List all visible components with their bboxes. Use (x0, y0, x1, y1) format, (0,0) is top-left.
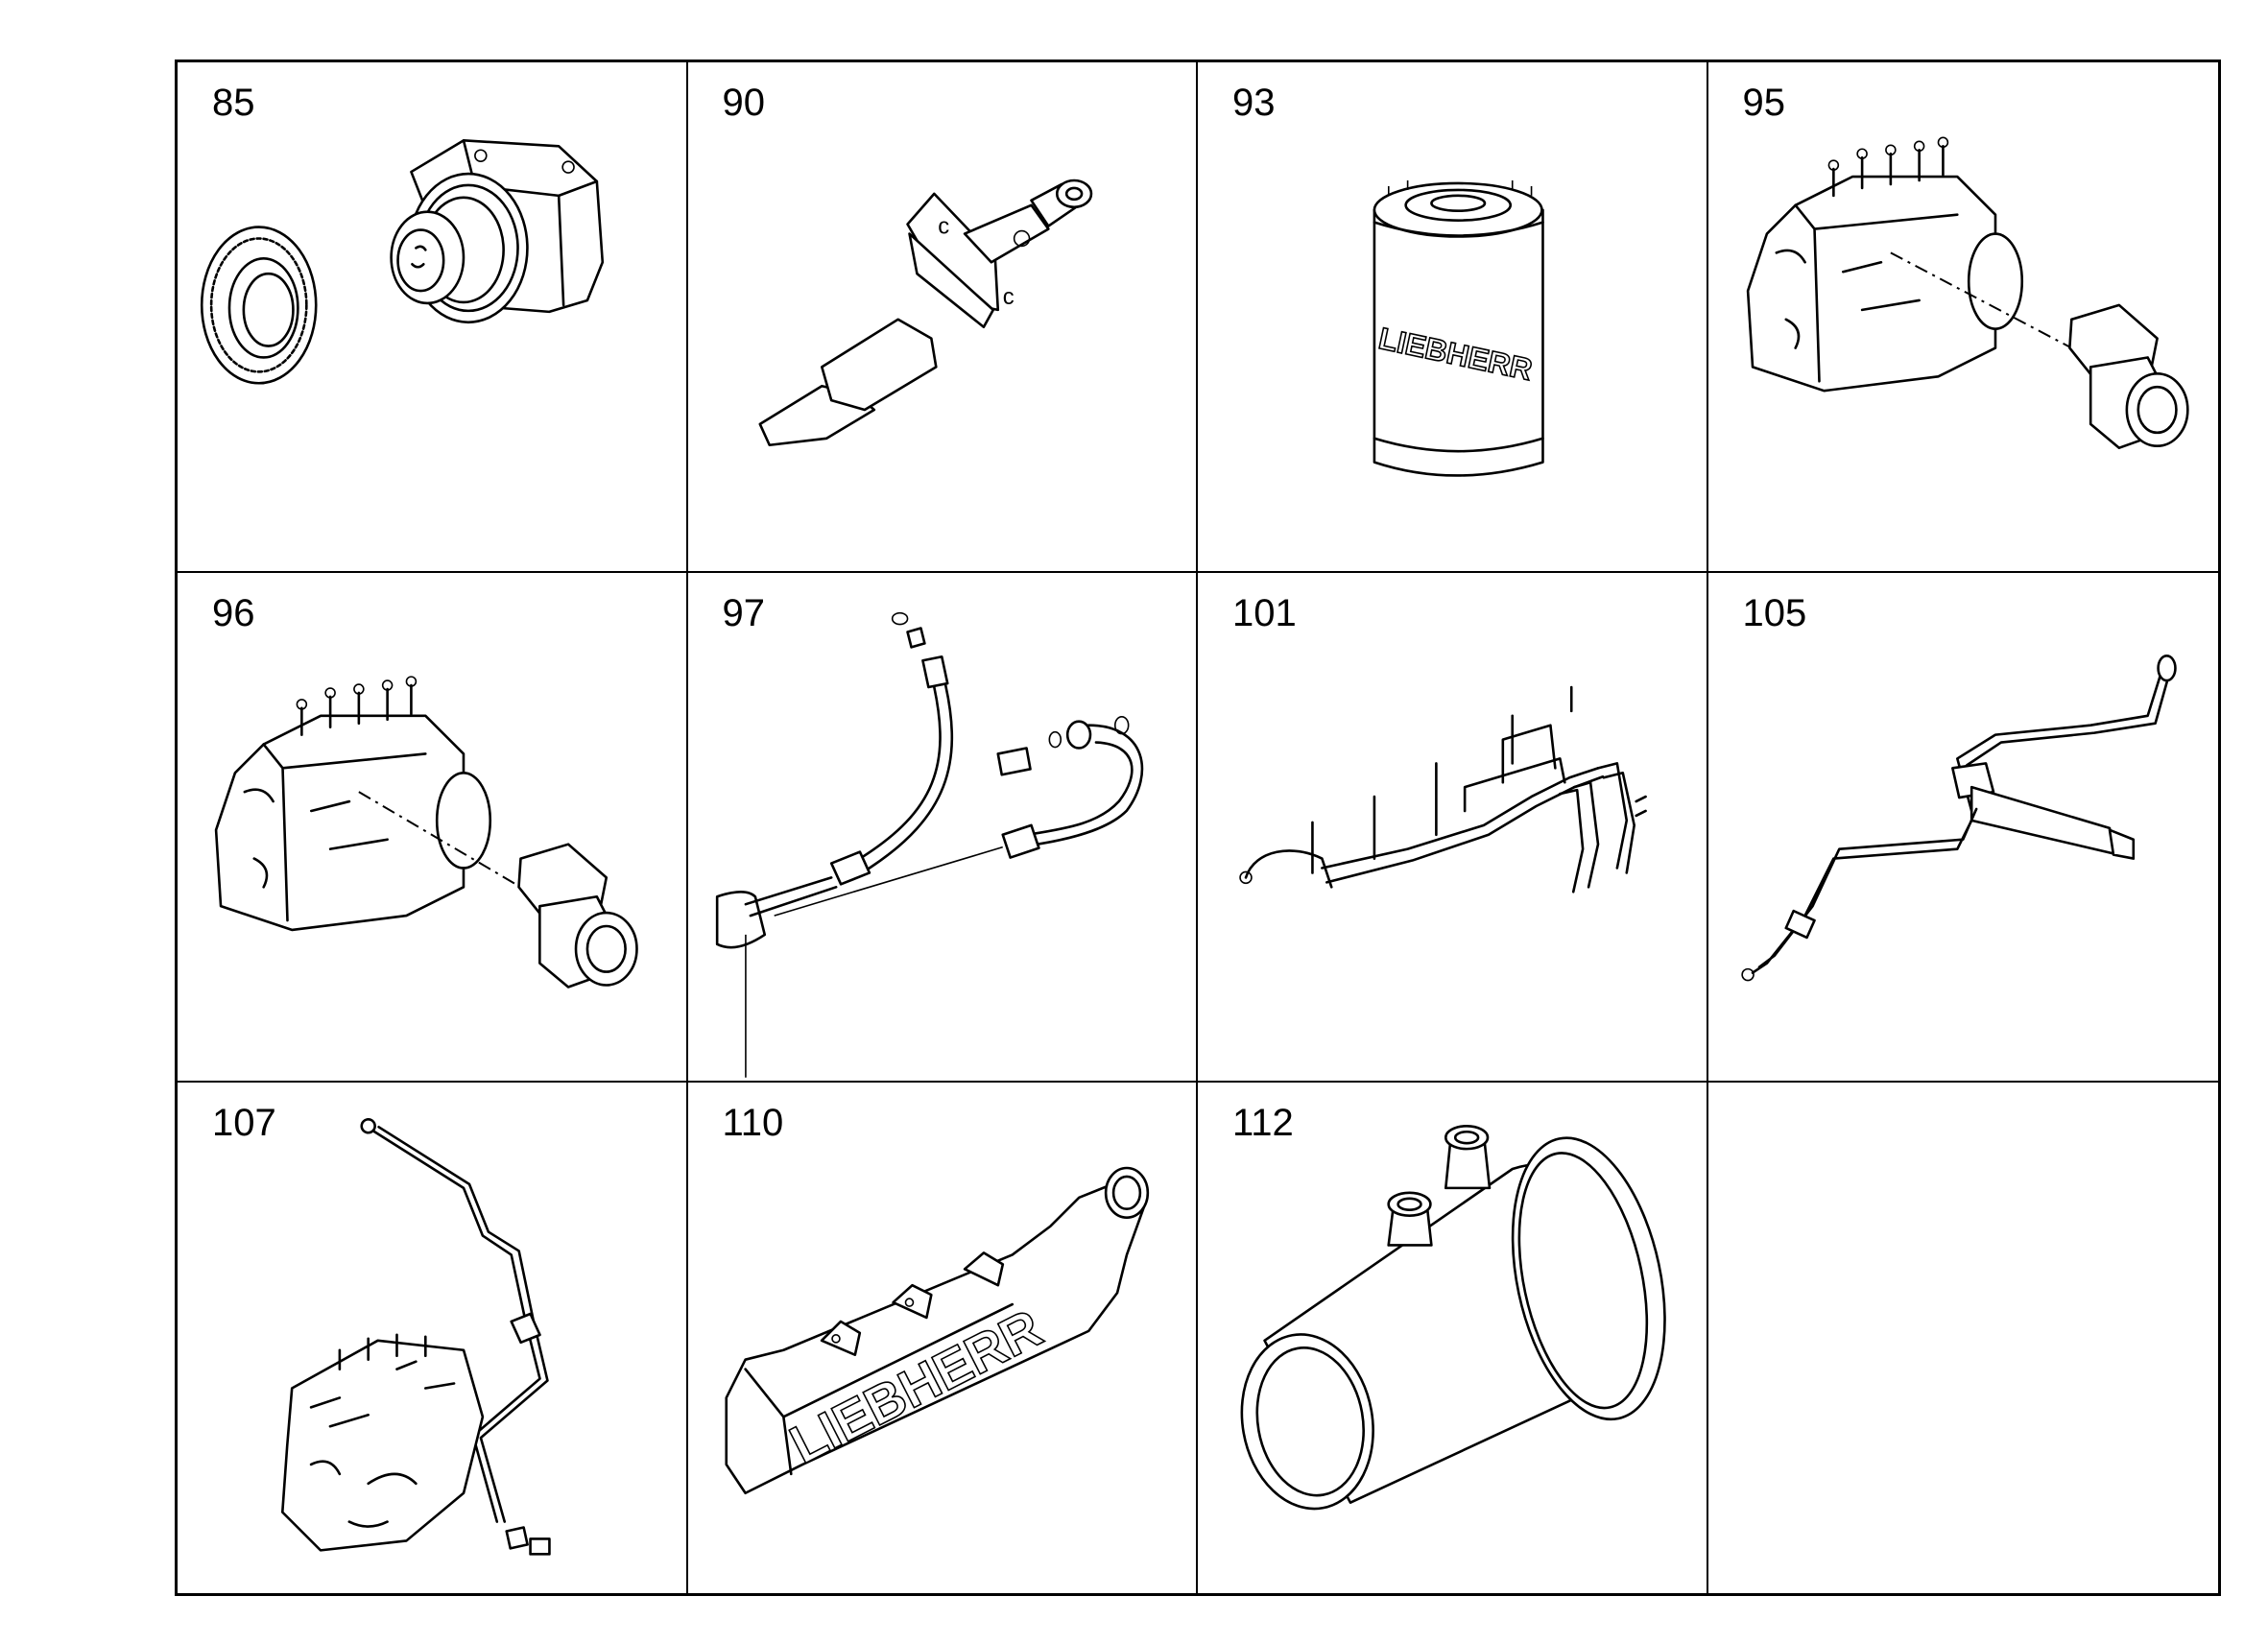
part-cell-90[interactable]: 90 c c (687, 62, 1198, 573)
svg-text:c: c (1002, 284, 1014, 310)
part-number: 90 (722, 82, 766, 124)
part-cell-95[interactable]: 95 (1707, 62, 2219, 573)
fuel-hoses-and-fittings-icon (688, 573, 1197, 1082)
part-cell-93[interactable]: 93 LIEBHERR (1198, 62, 1708, 573)
parts-grid: 85 90 (175, 60, 2221, 1596)
air-pipe-connector-icon (1198, 1083, 1707, 1593)
part-number: 110 (722, 1102, 784, 1145)
part-number: 112 (1232, 1102, 1294, 1145)
part-number: 85 (212, 82, 255, 124)
fuel-filter-cartridge-icon: LIEBHERR (1198, 62, 1707, 571)
part-number: 93 (1232, 82, 1276, 124)
part-cell-110[interactable]: 110 LIEBHERR (687, 1083, 1198, 1593)
injection-pump-with-fitting-icon (1708, 62, 2219, 571)
part-cell-105[interactable]: 105 (1707, 572, 2219, 1084)
empty-cell (1707, 1083, 2218, 1593)
part-cell-112[interactable]: 112 (1198, 1083, 1708, 1593)
part-cell-107[interactable]: 107 (178, 1083, 688, 1593)
part-cell-96[interactable]: 96 (178, 572, 688, 1084)
injection-line-set-icon (1198, 573, 1707, 1082)
intake-manifold-icon: LIEBHERR (688, 1083, 1197, 1593)
gear-and-pump-drive-icon (178, 62, 686, 571)
part-cell-101[interactable]: 101 (1198, 572, 1708, 1084)
injection-nozzle-icon: c c (688, 62, 1197, 571)
pump-with-pipe-icon (178, 1083, 686, 1593)
svg-text:c: c (938, 214, 949, 240)
part-number: 105 (1742, 591, 1807, 634)
part-number: 101 (1232, 591, 1297, 634)
injector-with-pipe-icon (1708, 573, 2219, 1082)
injection-pump-with-fitting-icon (178, 573, 686, 1082)
part-number: 107 (212, 1102, 276, 1145)
part-cell-85[interactable]: 85 (178, 62, 688, 573)
part-number: 96 (212, 591, 255, 634)
part-cell-97[interactable]: 97 (687, 572, 1198, 1084)
part-number: 97 (722, 591, 766, 634)
part-number: 95 (1742, 82, 1786, 124)
